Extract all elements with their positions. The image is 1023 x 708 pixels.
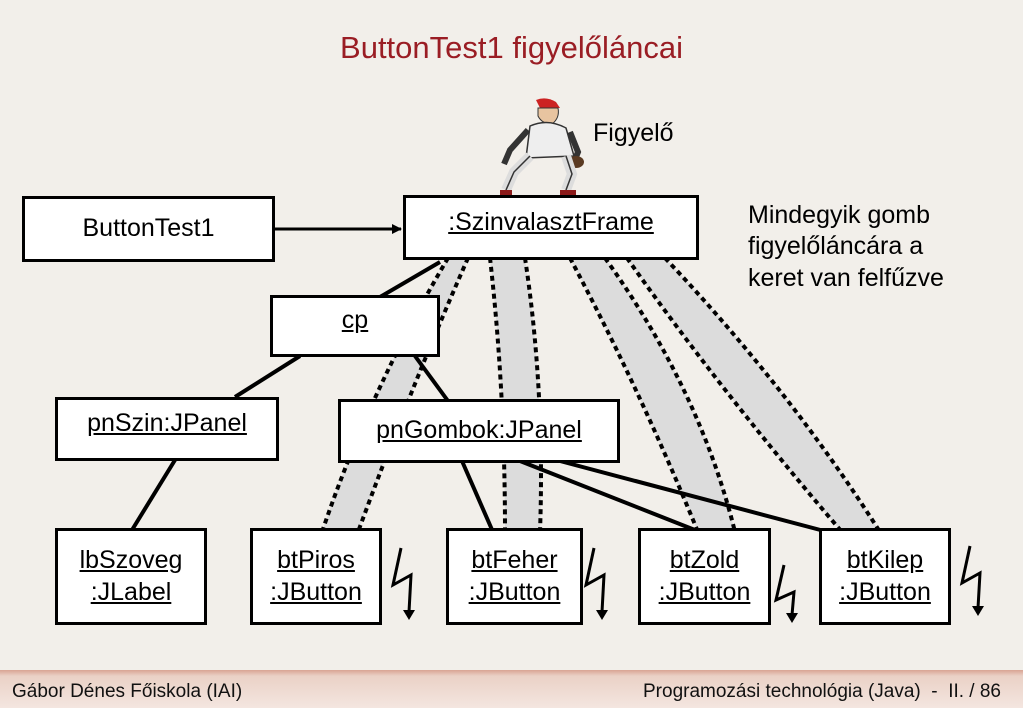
listener-label: Figyelő [593,119,674,147]
node-pngombok: pnGombok:JPanel [338,399,620,463]
node-pnszin: pnSzin:JPanel [55,397,279,461]
lightning-event-icon [390,547,415,620]
node-type: :JButton [270,577,362,606]
note-line: Mindegyik gomb [748,201,931,229]
lightning-event-icon [773,564,798,623]
node-type: :JButton [658,577,751,606]
node-label: lbSzoveg [79,546,183,575]
node-btpiros: btPiros :JButton [250,528,382,625]
footer-bar: Gábor Dénes Főiskola (IAI) Programozási … [0,670,1023,708]
node-label: pnGombok:JPanel [376,416,582,445]
node-label: btKilep [846,546,924,575]
listener-chain-lines [320,256,882,534]
node-label: btZold [669,546,740,575]
footer-right: Programozási technológia (Java) - II. / … [643,681,1001,702]
node-type: :JLabel [90,577,172,606]
node-szinvalasztframe: :SzinvalasztFrame [403,195,699,260]
node-label: btPiros [277,546,355,575]
node-label: :SzinvalasztFrame [448,207,654,236]
node-label: pnSzin:JPanel [87,409,247,438]
note-text: Mindegyik gomb figyelőláncára a keret va… [748,200,944,294]
node-cp: cp [270,295,440,357]
band-btfeher [490,258,541,532]
node-lbszoveg: lbSzoveg :JLabel [55,528,207,625]
lightning-event-icon [959,545,984,616]
node-label: btFeher [471,546,558,575]
node-buttontest1: ButtonTest1 [22,196,275,262]
containment-lines [130,260,829,534]
lightning-event-icon [583,547,608,620]
node-label: ButtonTest1 [82,214,215,243]
footer-left: Gábor Dénes Főiskola (IAI) [12,681,243,702]
slide-title: ButtonTest1 figyelőláncai [340,30,683,65]
node-label: cp [341,306,369,335]
note-line: keret van felfűzve [748,263,944,292]
node-type: :JButton [839,577,931,606]
baseball-player-icon [500,98,584,195]
note-line: figyelőláncára a [748,232,924,261]
band-btzold [570,258,735,532]
band-btkilep [627,258,880,532]
node-btkilep: btKilep :JButton [819,528,951,625]
node-btfeher: btFeher :JButton [446,528,583,625]
node-btzold: btZold :JButton [638,528,771,625]
node-type: :JButton [468,577,561,606]
